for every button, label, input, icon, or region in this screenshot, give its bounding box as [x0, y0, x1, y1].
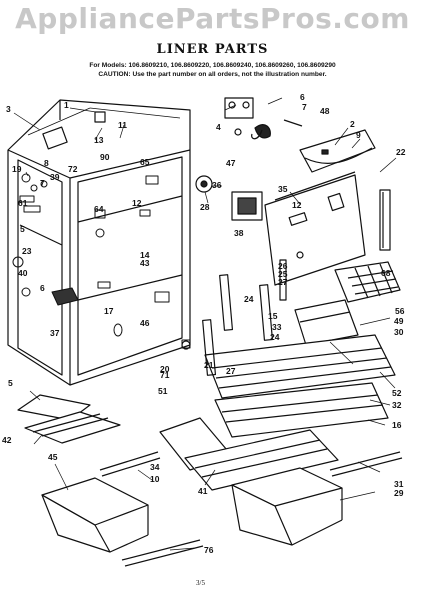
callout-27: 27	[226, 366, 236, 376]
callout-52: 52	[392, 388, 402, 398]
freezer-shelf	[204, 334, 396, 399]
callout-3: 3	[6, 104, 11, 114]
callout-12: 12	[132, 198, 142, 208]
callout-45: 45	[48, 452, 58, 462]
trim-strips	[99, 451, 161, 477]
icemaker-module	[224, 97, 303, 140]
callout-24: 24	[244, 294, 254, 304]
callout-43: 43	[140, 258, 150, 268]
callout-36: 36	[212, 180, 222, 190]
callout-11: 11	[118, 120, 127, 130]
callout-1: 1	[64, 100, 69, 110]
callout-16: 16	[392, 420, 402, 430]
callout-13: 13	[94, 135, 104, 145]
light-housing	[299, 129, 376, 173]
callout-30: 30	[394, 327, 404, 337]
callout-32: 32	[392, 400, 402, 410]
callout-7: 7	[302, 102, 307, 112]
callout-10: 10	[150, 474, 160, 484]
callout-28: 28	[200, 202, 210, 212]
callout-41: 41	[198, 486, 208, 496]
callout-72: 72	[68, 164, 78, 174]
callout-22: 22	[396, 147, 406, 157]
callout-17: 17	[104, 306, 114, 316]
callout-21: 21	[204, 360, 214, 370]
callout-2: 2	[350, 119, 355, 129]
glass-shelf	[214, 382, 389, 438]
callout-4: 4	[216, 122, 221, 132]
pan-drawer	[231, 451, 403, 546]
callout-48: 48	[320, 106, 330, 116]
callout-5: 5	[20, 224, 25, 234]
liner-cabinet	[7, 99, 191, 386]
crisper-drawer	[41, 477, 204, 567]
shelf-rails	[181, 259, 287, 376]
cabinet-hardware	[12, 173, 191, 349]
callout-6: 6	[300, 92, 305, 102]
callout-31: 31	[394, 479, 404, 489]
callout-49: 49	[394, 316, 404, 326]
callout-8: 8	[44, 158, 49, 168]
callout-12: 12	[292, 200, 302, 210]
meat-pan-shelf	[159, 417, 339, 491]
callout-61: 61	[18, 198, 28, 208]
callout-37: 37	[50, 328, 60, 338]
page-number: 3/5	[196, 579, 205, 587]
callout-33: 33	[272, 322, 282, 332]
callout-39: 39	[50, 172, 60, 182]
callout-24: 24	[270, 332, 280, 342]
diagram-title: LINER PARTS	[156, 42, 269, 57]
leader-lines	[13, 97, 397, 551]
callout-14: 14	[140, 250, 150, 260]
callout-38: 38	[234, 228, 244, 238]
callout-15: 15	[268, 311, 278, 321]
callout-34: 34	[150, 462, 160, 472]
callout-27: 27	[278, 277, 288, 287]
callout-26: 26	[278, 261, 288, 271]
callout-42: 42	[2, 435, 12, 445]
callout-47: 47	[226, 158, 236, 168]
callout-56: 56	[395, 306, 405, 316]
callout-7: 7	[40, 178, 45, 188]
callout-35: 35	[278, 184, 288, 194]
callout-9: 9	[356, 130, 361, 140]
callout-40: 40	[18, 268, 28, 278]
callout-5: 5	[8, 378, 13, 388]
callout-65: 65	[140, 157, 150, 167]
callout-23: 23	[22, 246, 32, 256]
callout-29: 29	[394, 488, 404, 498]
ice-tray	[334, 261, 401, 303]
caution-line: CAUTION: Use the part number on all orde…	[98, 71, 327, 78]
callout-25: 25	[278, 269, 288, 279]
callout-71: 71	[160, 370, 170, 380]
callout-51: 51	[158, 386, 168, 396]
callout-46: 46	[140, 318, 150, 328]
ice-bin	[294, 299, 359, 346]
callout-90: 90	[100, 152, 110, 162]
callout-76: 76	[204, 545, 214, 555]
callout-68: 68	[381, 268, 391, 278]
callout-19: 19	[12, 164, 22, 174]
left-crisper-shelf	[17, 394, 121, 444]
models-line: For Models: 106.8609210, 106.8609220, 10…	[89, 62, 336, 69]
callout-6: 6	[40, 283, 45, 293]
callout-20: 20	[160, 364, 170, 374]
evaporator-cover	[264, 171, 391, 286]
callout-64: 64	[94, 204, 104, 214]
site-watermark: AppliancePartsPros.com	[15, 2, 410, 35]
fan-assembly	[195, 175, 263, 221]
